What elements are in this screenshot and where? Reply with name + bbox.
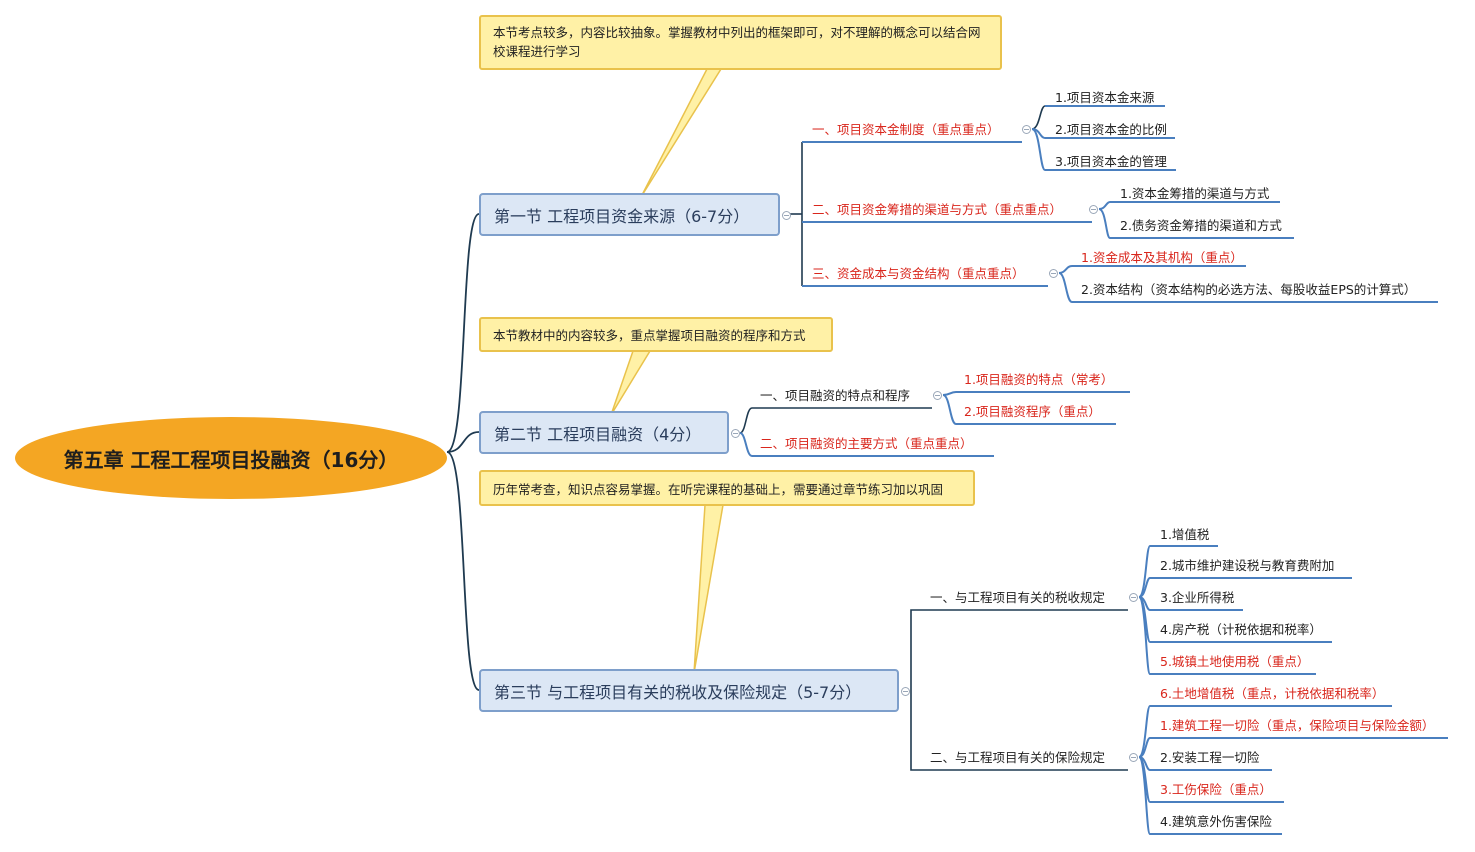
root-to-section-1-line [446, 213, 480, 453]
topic-1-to-leaf-1 [1031, 105, 1165, 130]
section-3-to-topic-6 [910, 609, 1128, 690]
section-3-node[interactable]: 第三节 与工程项目有关的税收及保险规定（5-7分） [479, 669, 899, 712]
section-2-node[interactable]: 第二节 工程项目融资（4分） [479, 411, 729, 454]
leaf-node-12[interactable]: 3.企业所得税 [1160, 590, 1235, 605]
section-3-collapse-toggle[interactable] [901, 687, 910, 696]
topic-node-4[interactable]: 一、项目融资的特点和程序 [760, 388, 911, 403]
leaf-node-8[interactable]: 1.项目融资的特点（常考） [964, 372, 1114, 387]
root-title: 第五章 工程工程项目投融资（16分） [63, 447, 399, 472]
section-2-note: 本节教材中的内容较多，重点掌握项目融资的程序和方式 [479, 317, 833, 352]
section-1-collapse-toggle[interactable] [782, 211, 791, 220]
section-3-to-topic-7 [910, 690, 1128, 771]
topic-4-to-leaf-8 [942, 391, 1130, 396]
leaf-node-13[interactable]: 4.房产税（计税依据和税率） [1160, 622, 1322, 637]
leaf-node-15[interactable]: 6.土地增值税（重点，计税依据和税率） [1160, 686, 1385, 701]
leaf-node-9[interactable]: 2.项目融资程序（重点） [964, 404, 1101, 419]
topic-node-6[interactable]: 一、与工程项目有关的税收规定 [930, 590, 1106, 605]
topic-7-collapse-toggle[interactable] [1129, 753, 1138, 762]
section-1-node[interactable]: 第一节 工程项目资金来源（6-7分） [479, 193, 780, 236]
topic-node-2[interactable]: 二、项目资金筹措的渠道与方式（重点重点） [812, 202, 1063, 217]
topic-4-collapse-toggle[interactable] [933, 391, 942, 400]
topic-1-to-leaf-3 [1031, 128, 1176, 171]
topic-3-collapse-toggle[interactable] [1049, 269, 1058, 278]
topic-7-to-leaf-16 [1138, 737, 1448, 758]
root-to-section-3-line [446, 451, 480, 691]
topic-4-to-leaf-9 [942, 394, 1116, 425]
leaf-node-1[interactable]: 1.项目资本金来源 [1055, 90, 1155, 105]
root-to-section-2-line [446, 431, 480, 453]
topic-node-1[interactable]: 一、项目资本金制度（重点重点） [812, 122, 1000, 137]
topic-node-5[interactable]: 二、项目融资的主要方式（重点重点） [760, 436, 973, 451]
leaf-node-11[interactable]: 2.城市维护建设税与教育费附加 [1160, 558, 1335, 573]
note-1-pointer [640, 68, 723, 198]
leaf-node-14[interactable]: 5.城镇土地使用税（重点） [1160, 654, 1310, 669]
leaf-node-6[interactable]: 1.资金成本及其机构（重点） [1081, 250, 1243, 265]
topic-1-collapse-toggle[interactable] [1022, 125, 1031, 134]
leaf-node-5[interactable]: 2.债务资金筹措的渠道和方式 [1120, 218, 1282, 233]
section-2-to-topic-5 [739, 432, 994, 457]
topic-2-to-leaf-4 [1098, 201, 1280, 210]
leaf-node-17[interactable]: 2.安装工程一切险 [1160, 750, 1260, 765]
leaf-node-2[interactable]: 2.项目资本金的比例 [1055, 122, 1167, 137]
topic-node-3[interactable]: 三、资金成本与资金结构（重点重点） [812, 266, 1025, 281]
section-3-note: 历年常考查，知识点容易掌握。在听完课程的基础上，需要通过章节练习加以巩固 [479, 470, 975, 506]
leaf-node-7[interactable]: 2.资本结构（资本结构的必选方法、每股收益EPS的计算式） [1081, 282, 1417, 297]
topic-7-to-leaf-19 [1138, 756, 1282, 835]
leaf-node-4[interactable]: 1.资本金筹措的渠道与方式 [1120, 186, 1270, 201]
section-2-collapse-toggle[interactable] [731, 429, 740, 438]
topic-6-to-leaf-14 [1138, 596, 1316, 675]
note-2-pointer [610, 350, 652, 416]
topic-2-collapse-toggle[interactable] [1089, 205, 1098, 214]
section-2-to-topic-4 [739, 407, 932, 434]
note-3-pointer [693, 504, 724, 674]
topic-3-to-leaf-6 [1058, 265, 1246, 274]
root-node[interactable]: 第五章 工程工程项目投融资（16分） [15, 417, 447, 499]
topic-3-to-leaf-7 [1058, 272, 1438, 303]
leaf-node-16[interactable]: 1.建筑工程一切险（重点，保险项目与保险金额） [1160, 718, 1435, 733]
section-1-note: 本节考点较多，内容比较抽象。掌握教材中列出的框架即可，对不理解的概念可以结合网校… [479, 15, 1002, 70]
leaf-node-19[interactable]: 4.建筑意外伤害保险 [1160, 814, 1272, 829]
topic-6-to-leaf-11 [1138, 577, 1352, 598]
leaf-node-18[interactable]: 3.工伤保险（重点） [1160, 782, 1272, 797]
leaf-node-10[interactable]: 1.增值税 [1160, 527, 1210, 542]
topic-6-collapse-toggle[interactable] [1129, 593, 1138, 602]
leaf-node-3[interactable]: 3.项目资本金的管理 [1055, 154, 1167, 169]
topic-node-7[interactable]: 二、与工程项目有关的保险规定 [930, 750, 1106, 765]
topic-2-to-leaf-5 [1098, 208, 1294, 239]
